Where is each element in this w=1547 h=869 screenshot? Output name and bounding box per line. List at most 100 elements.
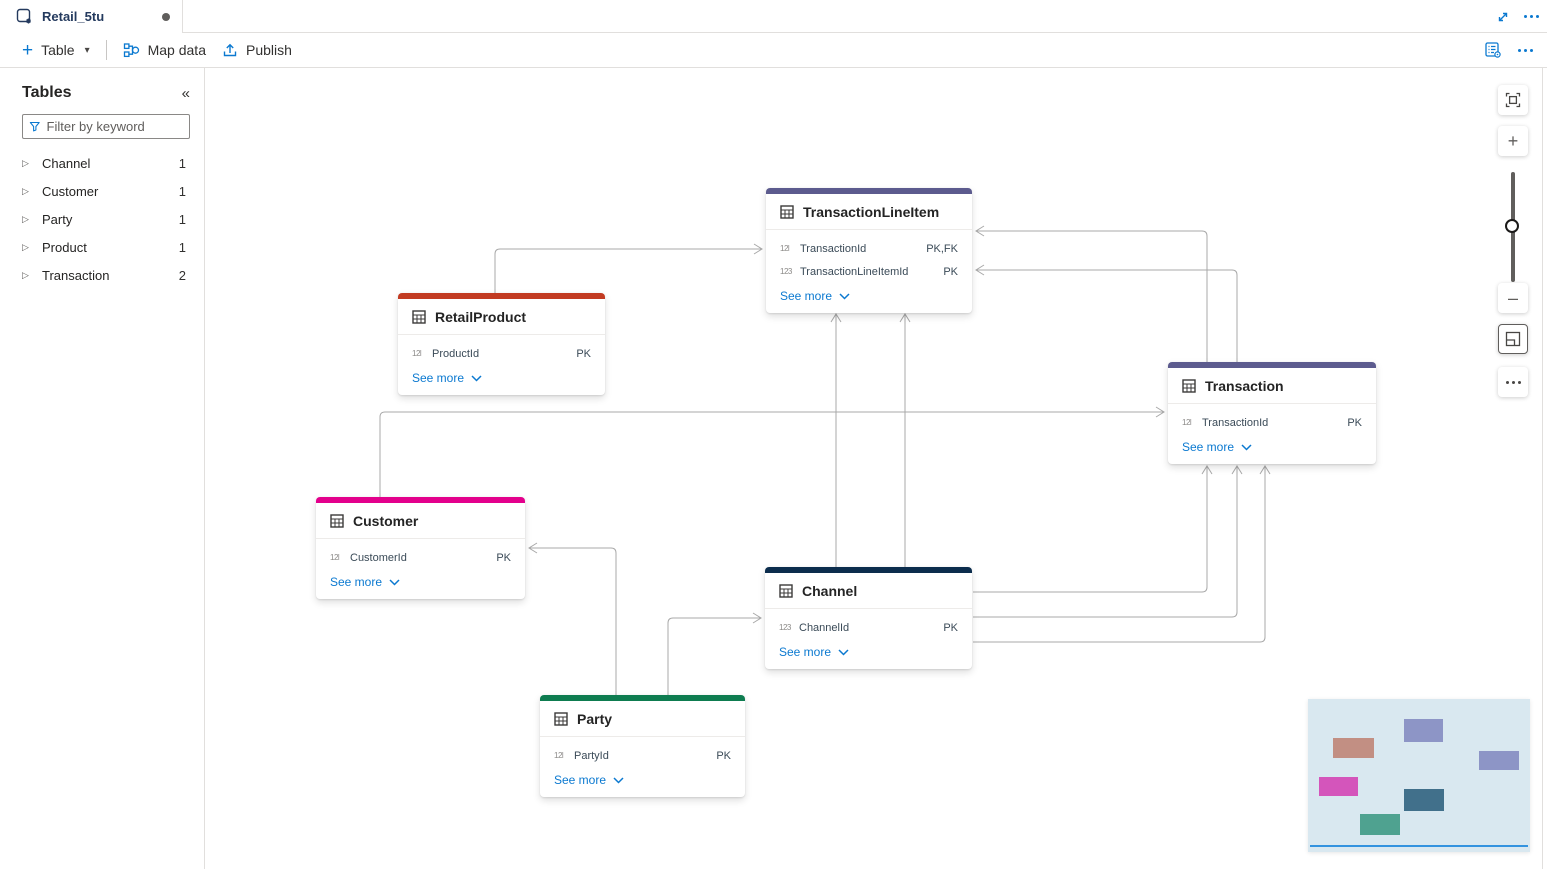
- minimap-toggle-button[interactable]: [1498, 324, 1528, 354]
- tables-tree: ▷ Channel 1▷ Customer 1▷ Party 1▷ Produc…: [0, 149, 204, 289]
- table-group-label: Party: [42, 211, 73, 227]
- see-more-label: See more: [412, 371, 465, 385]
- table-count: 1: [178, 239, 186, 255]
- table-group-label: Customer: [42, 183, 99, 199]
- column-row[interactable]: 12l CustomerId PK: [316, 546, 525, 569]
- entity-color-bar: [316, 497, 525, 503]
- entity-color-bar: [540, 695, 745, 701]
- zoom-out-button[interactable]: –: [1498, 283, 1528, 313]
- expand-chevron-icon[interactable]: ▷: [22, 241, 29, 252]
- sidebar-item-product[interactable]: ▷ Product 1: [0, 233, 204, 261]
- column-name: CustomerId: [350, 551, 407, 564]
- arrowhead-icon: [752, 612, 762, 624]
- zoom-in-button[interactable]: +: [1498, 126, 1528, 156]
- filter-input[interactable]: [46, 119, 183, 134]
- canvas-scroll-edge: [1542, 68, 1543, 869]
- chevron-down-icon: [613, 776, 624, 784]
- relationship-channel-to-transactionlineitem: [830, 313, 842, 567]
- table-count: 1: [178, 211, 186, 227]
- add-table-button[interactable]: + Table ▾: [14, 37, 98, 64]
- entity-header[interactable]: RetailProduct: [398, 299, 605, 335]
- see-more-link[interactable]: See more: [765, 639, 863, 669]
- see-more-link[interactable]: See more: [1168, 434, 1266, 464]
- collapse-sidebar-icon[interactable]: «: [181, 84, 190, 102]
- entity-card-transaction[interactable]: Transaction 12l TransactionId PK See mor…: [1168, 362, 1376, 464]
- column-row[interactable]: 12l TransactionId PK: [1168, 411, 1376, 434]
- expand-icon[interactable]: [1496, 10, 1510, 24]
- relationship-channel-to-transaction: [973, 465, 1243, 618]
- entity-header[interactable]: Channel: [765, 573, 972, 609]
- entity-card-party[interactable]: Party 12l PartyId PK See more: [540, 695, 745, 797]
- key-badge: PK: [943, 265, 958, 278]
- table-group-label: Transaction: [42, 267, 110, 283]
- canvas-more-options-button[interactable]: [1498, 367, 1528, 397]
- zoom-slider-thumb[interactable]: [1505, 219, 1519, 233]
- entity-color-bar: [398, 293, 605, 299]
- minimap-block-retailproduct: [1333, 738, 1374, 758]
- toolbar: + Table ▾ Map data Publish: [0, 33, 1547, 68]
- entity-header[interactable]: Transaction: [1168, 368, 1376, 404]
- tables-sidebar: Tables « ▷ Channel 1▷ Customer 1▷ Party …: [0, 68, 205, 869]
- filter-box: [22, 114, 190, 139]
- entity-card-customer[interactable]: Customer 12l CustomerId PK See more: [316, 497, 525, 599]
- numeric-type-icon: 12l: [412, 349, 422, 358]
- toolbar-more-options-icon[interactable]: [1518, 48, 1533, 52]
- arrowhead-icon: [830, 313, 842, 323]
- chevron-down-icon: [389, 578, 400, 586]
- table-icon: [1182, 378, 1196, 393]
- tab-more-options-icon[interactable]: [1524, 15, 1539, 18]
- arrowhead-icon: [1155, 406, 1165, 418]
- entity-name: TransactionLineItem: [803, 203, 940, 220]
- see-more-link[interactable]: See more: [316, 569, 414, 599]
- fit-to-screen-button[interactable]: [1498, 85, 1528, 115]
- entity-card-transactionlineitem[interactable]: TransactionLineItem 12l TransactionId PK…: [766, 188, 972, 313]
- publish-button[interactable]: Publish: [214, 38, 300, 62]
- sidebar-item-party[interactable]: ▷ Party 1: [0, 205, 204, 233]
- numeric-type-icon: 12l: [554, 751, 564, 760]
- expand-chevron-icon[interactable]: ▷: [22, 269, 29, 280]
- see-more-label: See more: [330, 575, 383, 589]
- entity-card-retailproduct[interactable]: RetailProduct 12l ProductId PK See more: [398, 293, 605, 395]
- map-data-button[interactable]: Map data: [115, 38, 214, 63]
- entity-header[interactable]: TransactionLineItem: [766, 194, 972, 230]
- minimap-block-party: [1360, 814, 1400, 835]
- entity-header[interactable]: Party: [540, 701, 745, 737]
- filter-icon: [29, 121, 40, 132]
- column-name: ChannelId: [799, 621, 850, 634]
- numeric-type-icon: 123: [779, 623, 791, 632]
- expand-chevron-icon[interactable]: ▷: [22, 157, 29, 168]
- entity-name: RetailProduct: [435, 308, 527, 325]
- sidebar-item-customer[interactable]: ▷ Customer 1: [0, 177, 204, 205]
- table-icon: [780, 204, 794, 219]
- see-more-label: See more: [554, 773, 607, 787]
- see-more-link[interactable]: See more: [398, 365, 496, 395]
- chevron-down-icon: [838, 648, 849, 656]
- key-badge: PK: [496, 551, 511, 564]
- expand-chevron-icon[interactable]: ▷: [22, 213, 29, 224]
- column-row[interactable]: 123 TransactionLineItemId PK: [766, 260, 972, 283]
- entity-card-channel[interactable]: Channel 123 ChannelId PK See more: [765, 567, 972, 669]
- map-data-icon: [123, 42, 139, 57]
- relationship-channel-to-transaction: [973, 465, 1271, 643]
- arrowhead-icon: [975, 225, 985, 237]
- column-row[interactable]: 123 ChannelId PK: [765, 616, 972, 639]
- relationship-customer-to-transaction: [379, 406, 1165, 497]
- column-row[interactable]: 12l ProductId PK: [398, 342, 605, 365]
- column-row[interactable]: 12l PartyId PK: [540, 744, 745, 767]
- tab-retail-5tu[interactable]: Retail_5tu: [0, 0, 183, 33]
- column-row[interactable]: 12l TransactionId PK,FK: [766, 237, 972, 260]
- arrowhead-icon: [1201, 465, 1213, 475]
- see-more-link[interactable]: See more: [766, 283, 864, 313]
- relationship-transaction-to-transactionlineitem: [975, 225, 1208, 362]
- entity-header[interactable]: Customer: [316, 503, 525, 539]
- sidebar-item-channel[interactable]: ▷ Channel 1: [0, 149, 204, 177]
- minimap-block-channel: [1404, 789, 1444, 811]
- minimap[interactable]: [1308, 699, 1530, 852]
- relationship-channel-to-transaction: [973, 465, 1213, 593]
- table-properties-icon[interactable]: [1484, 41, 1502, 59]
- see-more-link[interactable]: See more: [540, 767, 638, 797]
- expand-chevron-icon[interactable]: ▷: [22, 185, 29, 196]
- sidebar-item-transaction[interactable]: ▷ Transaction 2: [0, 261, 204, 289]
- publish-label: Publish: [245, 42, 292, 58]
